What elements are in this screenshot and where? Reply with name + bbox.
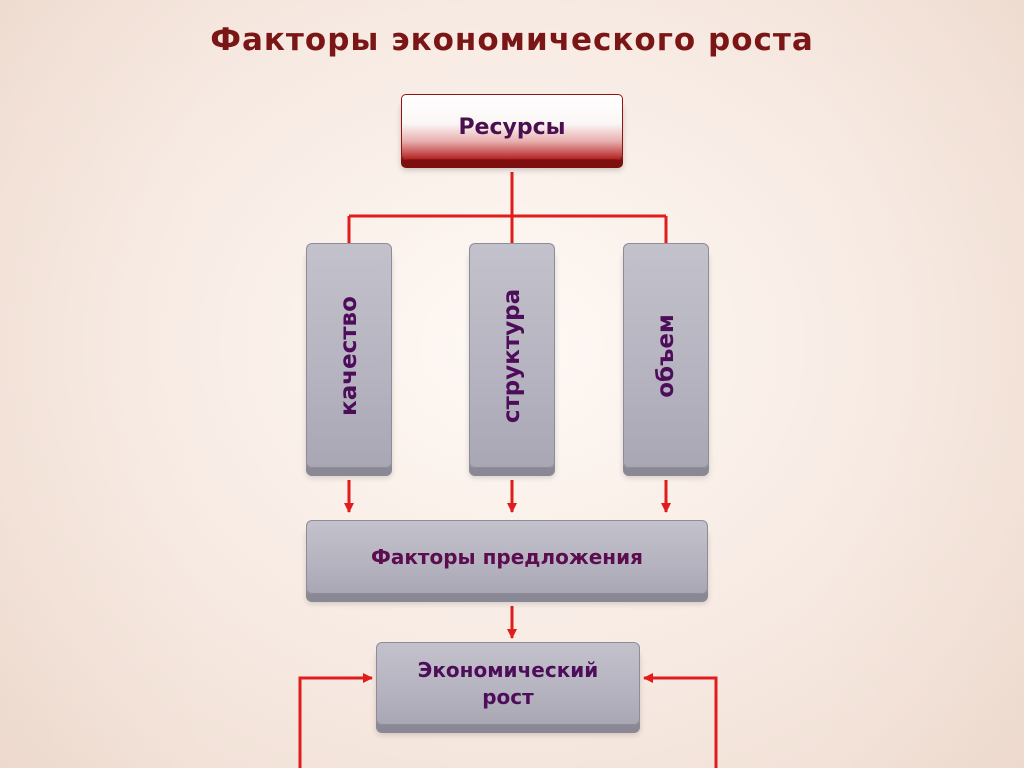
- resources-box: Ресурсы: [401, 94, 623, 160]
- quality-label: качество: [336, 295, 362, 416]
- supply-factors-box: Факторы предложения: [306, 520, 708, 594]
- growth-label-line2: рост: [482, 684, 534, 709]
- structure-box: структура: [469, 243, 555, 468]
- resources-label: Ресурсы: [458, 114, 566, 140]
- supply-factors-label: Факторы предложения: [371, 545, 643, 569]
- volume-label: объем: [652, 313, 679, 398]
- arrow-left-into-growth: [298, 673, 373, 768]
- quality-box: качество: [306, 243, 392, 468]
- arrow-right-into-growth: [643, 673, 718, 768]
- slide-title: Факторы экономического роста: [210, 22, 814, 58]
- growth-label-line1: Экономический: [417, 657, 599, 682]
- volume-box: объем: [623, 243, 709, 468]
- economic-growth-box: Экономический рост: [376, 642, 640, 725]
- structure-label: структура: [499, 288, 525, 423]
